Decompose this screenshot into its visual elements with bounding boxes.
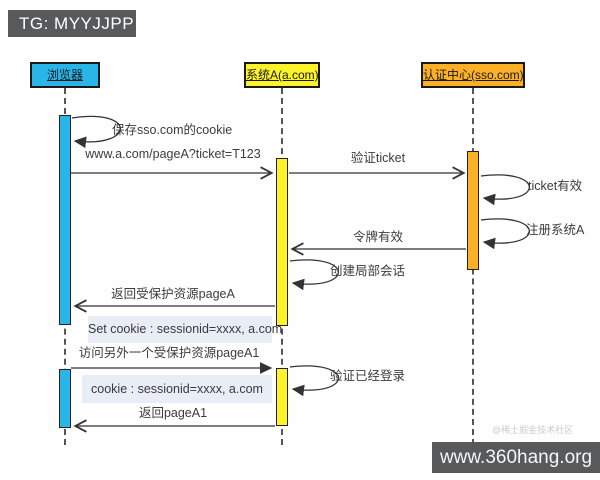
participant-sso: 认证中心(sso.com)	[421, 62, 525, 88]
activation-browser-2	[59, 369, 71, 428]
msg-return-page-a: 返回受保护资源pageA	[111, 287, 235, 301]
note-cookie: cookie : sessionid=xxxx, a.com	[82, 375, 272, 403]
tg-tag-label: TG: MYYJJPP	[8, 10, 136, 37]
msg-verify-logged-in: 验证已经登录	[330, 369, 406, 383]
watermark-text: @稀土掘金技术社区	[492, 425, 574, 435]
site-url-label: www.360hang.org	[432, 442, 600, 473]
arrow-ticket-valid-selfloop	[480, 174, 530, 206]
msg-verify-ticket: 验证ticket	[350, 151, 406, 165]
activation-system-a-1	[276, 158, 288, 326]
participant-browser: 浏览器	[30, 62, 100, 88]
msg-register-system-a: 注册系统A	[526, 223, 585, 237]
msg-visit-page-a1: 访问另外一个受保护资源pageA1	[78, 346, 260, 360]
note-set-cookie: Set cookie : sessionid=xxxx, a.com	[88, 316, 282, 343]
msg-ticket-valid: ticket有效	[528, 179, 583, 193]
msg-create-local-session: 创建局部会话	[330, 264, 406, 278]
participant-system-a: 系统A(a.com)	[244, 62, 320, 88]
msg-visit-page-a: www.a.com/pageA?ticket=T123	[85, 147, 261, 161]
msg-return-page-a1: 返回pageA1	[138, 406, 208, 420]
msg-token-valid: 令牌有效	[352, 230, 403, 244]
activation-system-a-2	[276, 368, 288, 426]
msg-save-cookie: 保存sso.com的cookie	[112, 123, 233, 137]
activation-browser-1	[59, 115, 71, 325]
arrow-register-selfloop	[480, 218, 530, 250]
activation-sso-1	[467, 151, 479, 270]
